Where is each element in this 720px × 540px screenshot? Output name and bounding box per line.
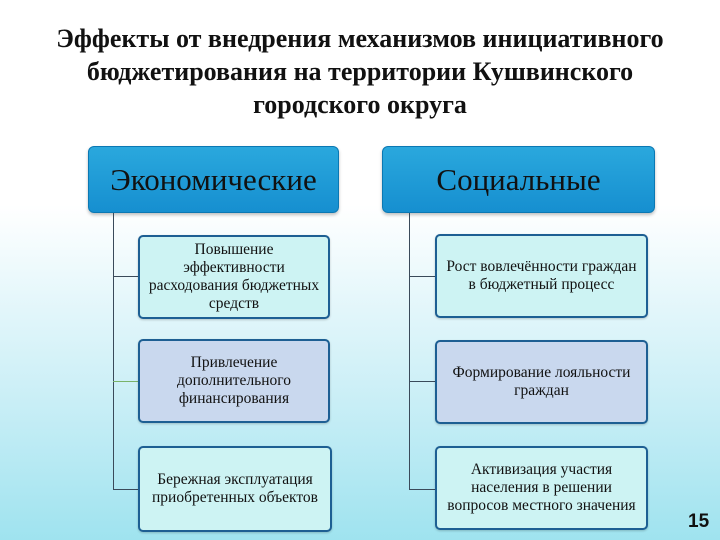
social-heading-box: Социальные: [382, 146, 655, 213]
economic-connector-vertical: [113, 213, 114, 489]
economic-item-maintenance-label: Бережная эксплуатация приобретенных объе…: [152, 471, 318, 506]
economic-connector-2: [113, 381, 138, 382]
economic-item-maintenance: Бережная эксплуатация приобретенных объе…: [138, 446, 332, 532]
social-item-participation-label: Активизация участия населения в решении …: [447, 461, 636, 514]
social-connector-3: [409, 489, 435, 490]
social-connector-vertical: [409, 213, 410, 489]
economic-connector-3: [113, 489, 138, 490]
social-connector-2: [409, 381, 435, 382]
social-item-involvement: Рост вовлечённости граждан в бюджетный п…: [435, 234, 648, 318]
slide-title-line-3: городского округа: [253, 90, 467, 119]
economic-item-efficiency-label: Повышение эффективности расходования бюд…: [148, 241, 320, 312]
economic-connector-1: [113, 276, 138, 277]
social-connector-1: [409, 276, 435, 277]
social-item-involvement-label: Рост вовлечённости граждан в бюджетный п…: [446, 258, 637, 293]
economic-item-efficiency: Повышение эффективности расходования бюд…: [138, 235, 330, 319]
economic-item-funding: Привлечение дополнительного финансирован…: [138, 339, 330, 423]
slide-title: Эффекты от внедрения механизмов инициати…: [0, 22, 720, 121]
social-item-loyalty: Формирование лояльности граждан: [435, 340, 648, 424]
economic-heading-box: Экономические: [88, 146, 339, 213]
social-heading-label: Социальные: [436, 161, 601, 197]
slide-title-line-2: бюджетирования на территории Кушвинского: [86, 57, 634, 86]
social-item-loyalty-label: Формирование лояльности граждан: [452, 364, 631, 399]
slide-title-line-1: Эффекты от внедрения механизмов инициати…: [56, 24, 664, 53]
social-item-participation: Активизация участия населения в решении …: [435, 446, 648, 530]
page-number: 15: [688, 511, 710, 532]
economic-heading-label: Экономические: [110, 161, 317, 197]
economic-item-funding-label: Привлечение дополнительного финансирован…: [176, 354, 292, 407]
